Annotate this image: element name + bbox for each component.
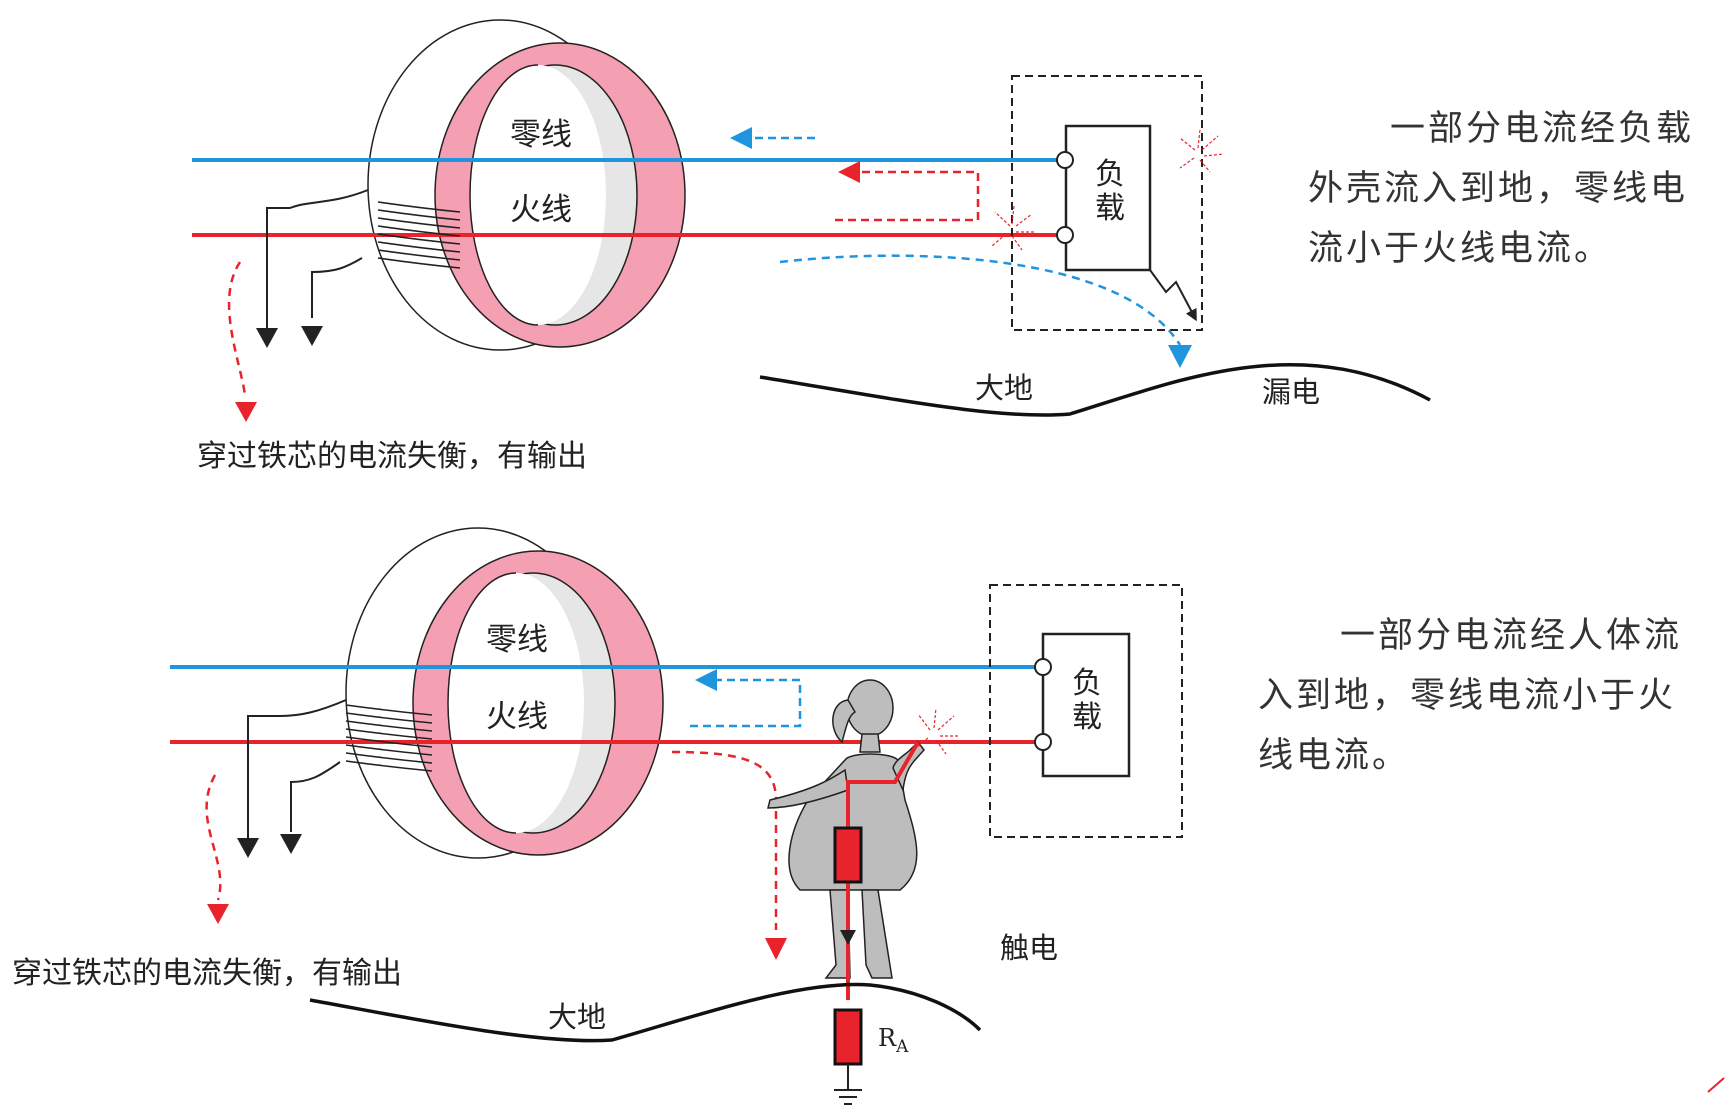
- shock-label-bottom: 触电: [1000, 931, 1058, 965]
- spark-icon-1-top: [1179, 129, 1225, 173]
- live-label-bottom: 火线: [486, 699, 548, 735]
- output-arrow-2-bottom: [280, 834, 302, 854]
- panel-bottom: 零线 火线 负 载: [12, 527, 1725, 1105]
- corner-mark: [1707, 1077, 1725, 1093]
- load-label-1-top: 负: [1095, 157, 1125, 192]
- leak-zigzag-top: [1149, 269, 1197, 322]
- person-figure-icon: [767, 679, 925, 979]
- caption-bottom: 一部分电流经人体流入到地，零线电流小于火线电流。: [1258, 616, 1683, 776]
- load-box-bottom: [1041, 632, 1131, 778]
- body-resistor: [833, 826, 863, 884]
- load-label-2-top: 载: [1095, 191, 1125, 226]
- ground-line-bottom: [309, 982, 982, 1043]
- spark-icon-bottom: [913, 707, 960, 755]
- toroid-core-bottom: [345, 527, 664, 859]
- neutral-label-top: 零线: [510, 117, 572, 153]
- ground-label-bottom: 大地: [548, 1000, 606, 1034]
- caption-top: 一部分电流经负载外壳流入到地，零线电流小于火线电流。: [1308, 109, 1695, 269]
- output-arrow-1-bottom: [237, 838, 259, 858]
- output-current-arrow-bottom: [205, 774, 222, 901]
- load-box-top: [1064, 124, 1152, 272]
- ground-resistor: [833, 1008, 863, 1066]
- neutral-label-bottom: 零线: [486, 622, 548, 658]
- load-terminal-live-top: [1056, 226, 1074, 244]
- live-label-top: 火线: [510, 192, 572, 228]
- load-terminal-neutral-bottom: [1034, 658, 1052, 676]
- resistor-label-bottom: RA: [878, 1024, 909, 1057]
- output-current-arrow-top: [227, 261, 247, 396]
- ground-line-top: [759, 363, 1431, 417]
- panel-top: 零线 火线 负 载: [192, 19, 1431, 474]
- output-label-bottom: 穿过铁芯的电流失衡，有输出: [12, 956, 402, 991]
- output-leads-bottom: [247, 699, 347, 838]
- ground-label-top: 大地: [975, 371, 1033, 405]
- output-arrow-1-top: [256, 328, 278, 348]
- body-current-path: [846, 741, 920, 1000]
- output-leads-top: [266, 189, 369, 330]
- earth-ground-icon: [834, 1089, 862, 1105]
- output-label-top: 穿过铁芯的电流失衡，有输出: [197, 439, 587, 474]
- body-current-arrow-bottom: [671, 750, 778, 930]
- load-enclosure-top: [1011, 75, 1203, 331]
- load-terminal-live-bottom: [1034, 733, 1052, 751]
- neutral-current-loop-bottom: [690, 678, 802, 728]
- toroid-core-top: [367, 19, 686, 351]
- coil-winding-bottom: [345, 704, 433, 772]
- load-enclosure-bottom: [989, 584, 1183, 838]
- output-arrow-2-top: [301, 326, 323, 346]
- live-current-loop-top: [835, 170, 980, 222]
- load-terminal-neutral-top: [1056, 151, 1074, 169]
- leak-label-top: 漏电: [1262, 375, 1320, 409]
- load-label-1-bottom: 负: [1072, 666, 1102, 701]
- load-label-2-bottom: 载: [1072, 700, 1102, 735]
- coil-winding-top: [377, 201, 461, 269]
- spark-icon-2-top: [991, 205, 1036, 251]
